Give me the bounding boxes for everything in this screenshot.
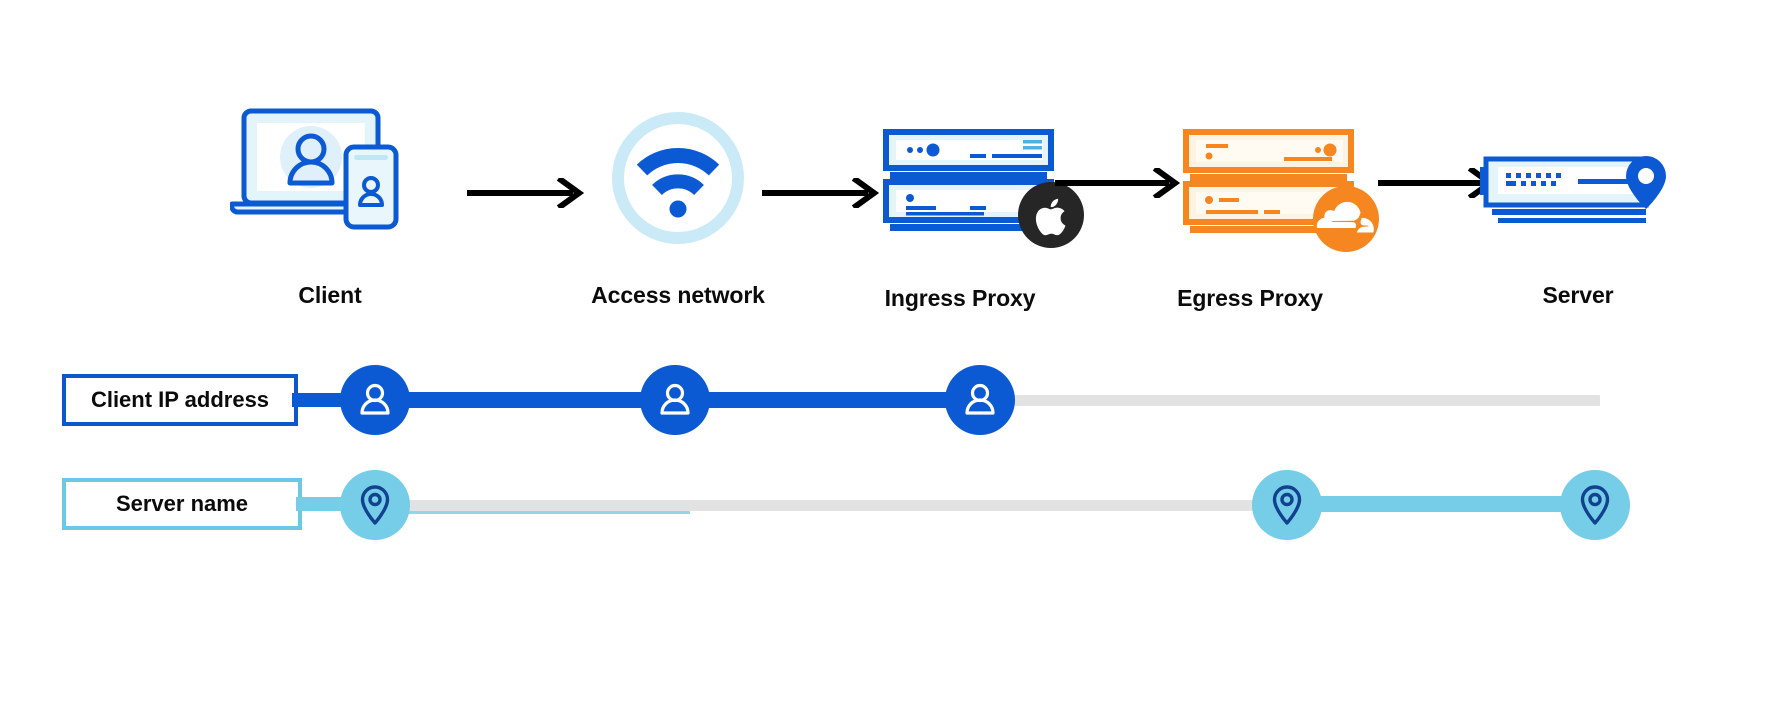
flow-label-client: Client [298,282,362,308]
timeline-node-server-name-server [1560,470,1630,540]
apple-logo-badge [1018,182,1084,248]
person-icon [965,383,995,415]
flow-step-server [1478,155,1678,230]
flow-label-access-network: Access network [591,282,765,308]
timeline-label-server-name: Server name [62,478,302,530]
map-pin-icon [1272,485,1302,525]
track-server-name-inactive [380,500,1600,511]
wifi-circle-icon [612,112,744,244]
flow-step-egress-proxy [1180,128,1380,240]
timeline-node-client-ip-client [340,365,410,435]
person-icon [360,383,390,415]
person-icon [660,383,690,415]
timeline-label-text: Server name [115,491,249,516]
arrow-access-to-ingress [762,175,884,211]
timeline-node-server-name-client [340,470,410,540]
server-stack-orange-icon [1183,129,1354,233]
cloudflare-logo-badge [1313,186,1379,252]
server-rack-icon [1480,156,1666,223]
timeline-node-client-ip-ingress [945,365,1015,435]
flow-step-access-network [612,112,744,244]
timeline-label-client-ip-address: Client IP address [62,374,298,426]
arrow-client-to-access [467,175,589,211]
flow-step-client [229,105,430,235]
laptop-phone-user-icon [229,108,399,230]
flow-label-egress-proxy: Egress Proxy [1177,285,1323,311]
timeline-node-server-name-egress [1252,470,1322,540]
map-pin-icon [1580,485,1610,525]
flow-label-server: Server [1542,282,1614,308]
timeline-label-text: Client IP address [90,387,270,412]
map-pin-icon [360,485,390,525]
track-server-name-faint [380,511,690,514]
track-client-ip-inactive [980,395,1600,406]
track-server-name-active [1270,496,1600,512]
timeline-node-client-ip-access [640,365,710,435]
server-stack-blue-icon [883,129,1054,231]
arrow-ingress-to-egress [1055,165,1185,201]
flow-step-ingress-proxy [880,128,1080,240]
flow-label-ingress-proxy: Ingress Proxy [884,285,1036,311]
